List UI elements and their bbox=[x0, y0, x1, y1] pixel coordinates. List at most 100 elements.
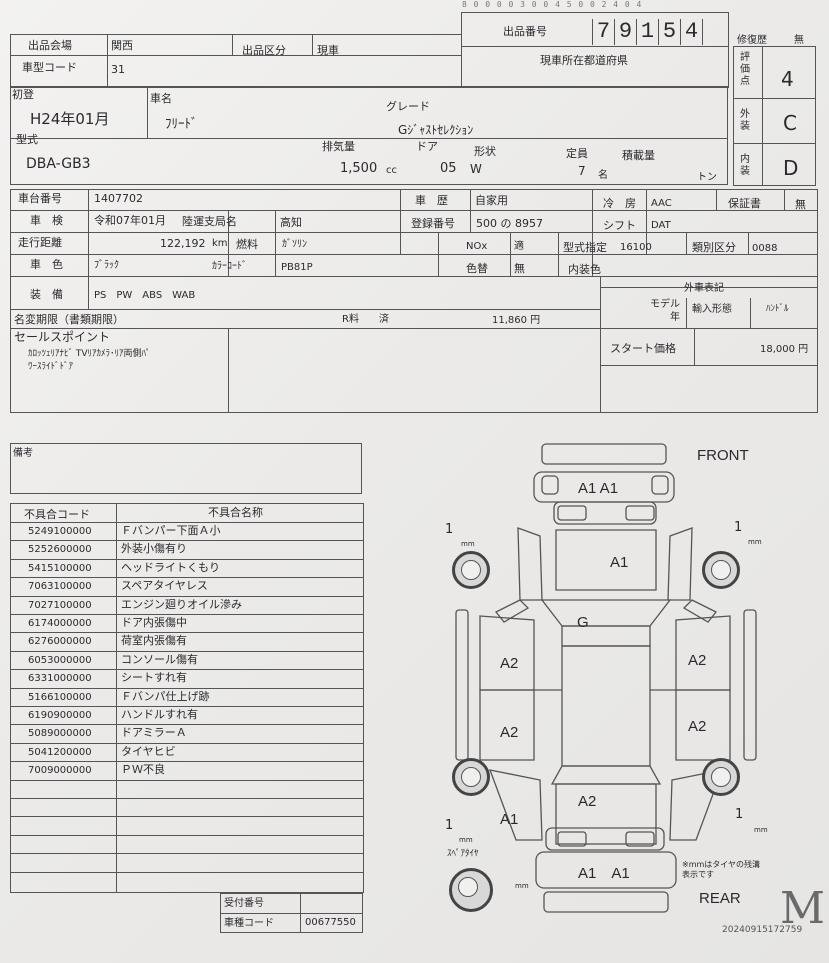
defect-code: 7063100000 bbox=[28, 581, 92, 593]
defect-code: 6174000000 bbox=[28, 618, 92, 629]
defect-name: ドアミラーＡ bbox=[121, 726, 187, 740]
sales-value-2: ﾜｰｽﾗｲﾄﾞﾄﾞｱ bbox=[28, 362, 74, 372]
defect-code: 5041200000 bbox=[28, 746, 92, 758]
car-code-label: 車種コード bbox=[224, 918, 274, 929]
overall-grade: 4 bbox=[781, 67, 794, 91]
location-label: 現車所在都道府県 bbox=[540, 54, 628, 67]
shift-label: シフト bbox=[603, 219, 636, 232]
tire-rr-number: 1 bbox=[735, 807, 744, 822]
defect-code: 5166100000 bbox=[28, 691, 92, 703]
ext-label: 外車表記 bbox=[684, 283, 724, 294]
defect-row-line bbox=[10, 798, 364, 799]
mark-rear-bumper: A1 A1 bbox=[578, 865, 630, 882]
chassis-value: 1407702 bbox=[94, 192, 143, 205]
remarks-box bbox=[10, 443, 362, 494]
sales-label: セールスポイント bbox=[14, 330, 111, 344]
defect-name: スペアタイヤレス bbox=[121, 579, 208, 593]
shape-value: W bbox=[470, 162, 482, 176]
defect-code: 5249100000 bbox=[28, 526, 92, 537]
car-code-value: 00677550 bbox=[305, 917, 356, 928]
defect-code: 6190900000 bbox=[28, 710, 92, 721]
mark-right-front-door: A2 bbox=[688, 652, 707, 669]
class-label: 類別区分 bbox=[692, 241, 736, 254]
reg-no-label: 登録番号 bbox=[411, 217, 455, 230]
color-code-value: PB81P bbox=[281, 262, 313, 273]
tire-fr-number: 1 bbox=[734, 520, 743, 535]
top-code: 8 0 0 0 0 3 0 0 4 5 0 0 2 4 0 4 bbox=[462, 0, 643, 9]
defect-code: 6053000000 bbox=[28, 654, 92, 666]
defect-code-header: 不具合コード bbox=[24, 508, 90, 521]
overall-label: 評価点 bbox=[740, 52, 750, 87]
ac-value: AAC bbox=[651, 198, 672, 209]
mark-left-rear-quarter: A1 bbox=[500, 811, 519, 828]
defect-table bbox=[10, 503, 364, 893]
spare-label: ｽﾍﾟｱﾀｲﾔ bbox=[447, 849, 479, 859]
remarks-label: 備考 bbox=[13, 448, 33, 459]
type-desig-value: 16100 bbox=[620, 242, 652, 253]
history-value: 自家用 bbox=[475, 194, 508, 207]
nox-label: NOx bbox=[466, 241, 488, 252]
front-right-tire-icon bbox=[702, 551, 740, 589]
recycle-label: R料 済 bbox=[342, 314, 389, 325]
mark-left-rear-door: A2 bbox=[500, 724, 519, 741]
defect-code: 6276000000 bbox=[28, 636, 92, 648]
shape-label: 形状 bbox=[474, 145, 496, 158]
start-price-label: スタート価格 bbox=[610, 342, 676, 355]
defect-row-line bbox=[10, 558, 364, 560]
defect-name: ドア内張傷中 bbox=[121, 616, 187, 629]
history-label: 車 歴 bbox=[415, 194, 448, 207]
receipt-label: 受付番号 bbox=[224, 898, 264, 909]
repair-label: 修復歴 bbox=[737, 35, 767, 46]
capacity-value: 7 bbox=[578, 164, 586, 178]
interior-grade: D bbox=[783, 156, 799, 180]
defect-name: シートすれ有 bbox=[121, 671, 187, 685]
import-label: 輸入形態 bbox=[692, 304, 732, 315]
defect-name: ヘッドライトくもり bbox=[121, 560, 220, 574]
equip-value: PS PW ABS WAB bbox=[94, 290, 196, 301]
defect-row-line bbox=[10, 632, 364, 634]
defect-name: Ｆバンパー下面Ａ小 bbox=[121, 524, 221, 537]
model-year-label: モデル年 bbox=[650, 299, 680, 323]
door-value: 05 bbox=[440, 161, 457, 176]
defect-code: 5415100000 bbox=[28, 562, 92, 574]
defect-row-line bbox=[10, 742, 364, 744]
defect-row-line bbox=[10, 522, 364, 523]
start-price-value: 18,000 円 bbox=[760, 344, 809, 355]
defect-row-line bbox=[10, 687, 364, 689]
defect-name: 外装小傷有り bbox=[121, 542, 187, 556]
defect-row-line bbox=[10, 669, 364, 671]
displacement-value: 1,500 bbox=[340, 161, 378, 176]
rear-left-tire-icon bbox=[452, 758, 490, 796]
defect-row-line bbox=[10, 595, 364, 597]
door-label: ドア bbox=[416, 140, 438, 153]
mileage-label: 走行距離 bbox=[18, 236, 62, 249]
transport-label: 陸運支局名 bbox=[182, 215, 237, 228]
defect-code: 7009000000 bbox=[28, 765, 92, 777]
defect-row-line bbox=[10, 540, 364, 542]
mileage-value: 122,192 bbox=[160, 237, 206, 250]
fuel-value: ｶﾞｿﾘﾝ bbox=[282, 239, 307, 250]
grade-label: グレード bbox=[386, 100, 430, 113]
chassis-label: 車台番号 bbox=[18, 192, 62, 205]
defect-row-line bbox=[10, 779, 364, 781]
defect-name: ＰＷ不良 bbox=[121, 763, 165, 777]
interior-label: 内装 bbox=[740, 154, 750, 177]
defect-name: コンソール傷有 bbox=[121, 652, 198, 666]
color-code-label: ｶﾗｰｺｰﾄﾞ bbox=[212, 261, 247, 272]
lot-label: 出品番号 bbox=[503, 25, 547, 38]
defect-name: エンジン廻りオイル滲み bbox=[121, 597, 242, 611]
repaint-label: 色替 bbox=[466, 262, 488, 275]
displacement-label: 排気量 bbox=[322, 140, 355, 153]
defect-name: Ｆバンパ仕上げ跡 bbox=[121, 689, 210, 703]
defect-name-header: 不具合名称 bbox=[208, 506, 263, 519]
type-label: 型式 bbox=[16, 133, 38, 146]
inspection-value: 令和07年01月 bbox=[94, 214, 166, 227]
model-code-value: 31 bbox=[111, 63, 125, 76]
sales-value-1: ｶﾛｯﾂｪﾘｱﾅﾋﾞ TVﾘｱｶﾒﾗ･ﾘｱ両側ﾊﾟ bbox=[28, 349, 151, 359]
name-label: 車名 bbox=[150, 92, 172, 105]
color-label: 車 色 bbox=[30, 258, 63, 271]
spare-tire-icon bbox=[449, 868, 493, 912]
defect-code: 5252600000 bbox=[28, 544, 92, 556]
repair-value: 無 bbox=[794, 35, 804, 46]
